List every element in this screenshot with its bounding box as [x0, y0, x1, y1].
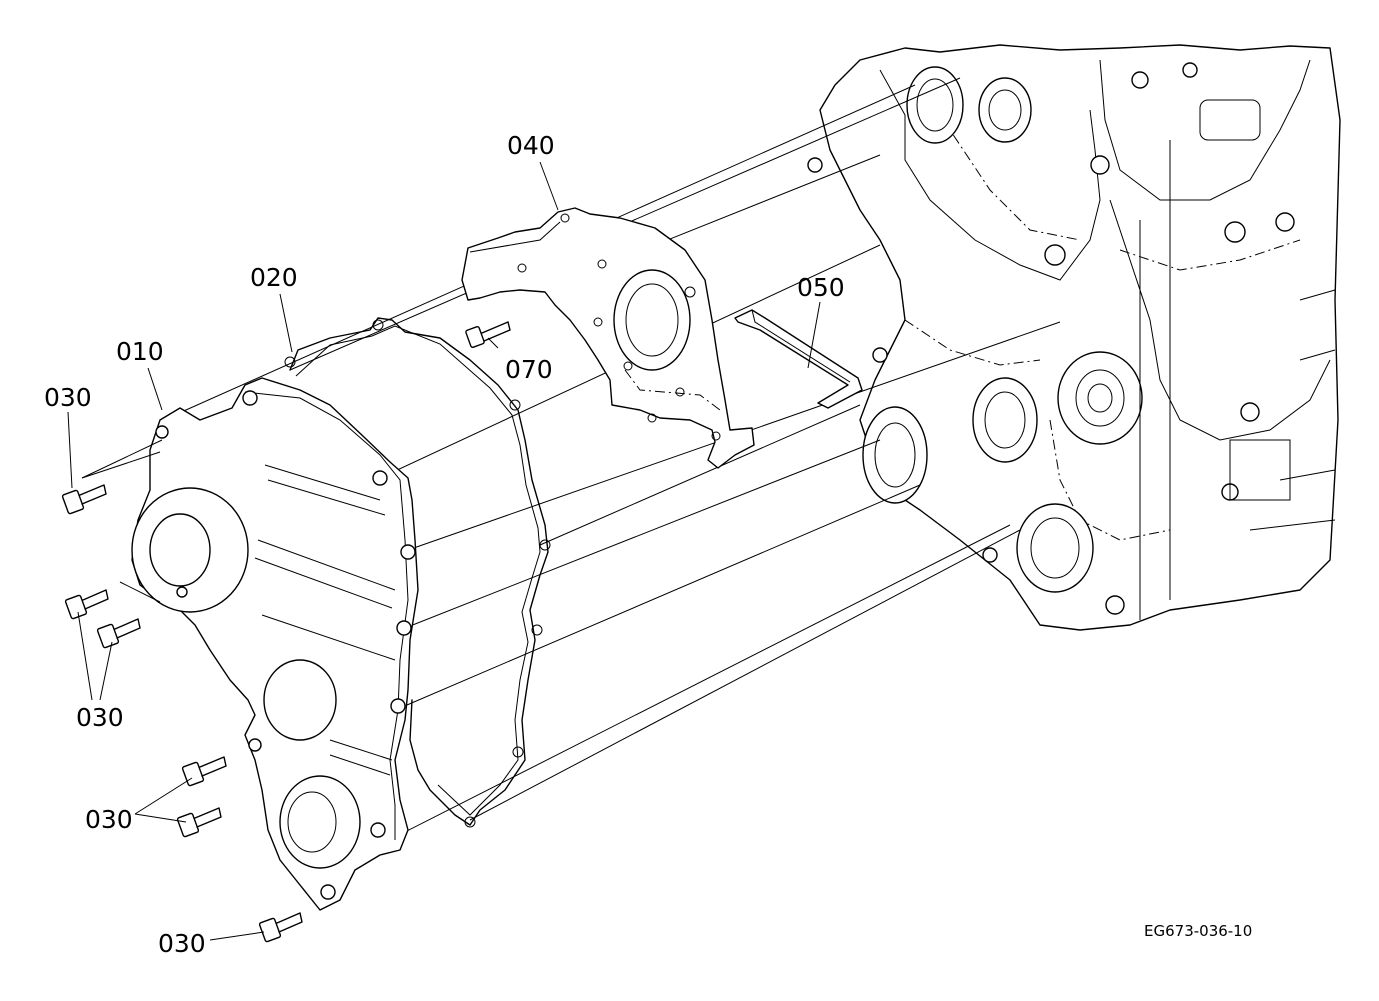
callout-030-mid: 030	[76, 703, 124, 732]
bolt-030-e	[176, 807, 222, 838]
callout-040: 040	[507, 131, 555, 160]
part-020-gasket	[284, 317, 551, 828]
callout-030-lower: 030	[85, 805, 133, 834]
callout-070: 070	[505, 355, 553, 384]
bolt-030-d	[181, 756, 227, 787]
bolt-030-a	[61, 484, 107, 515]
bolt-070	[465, 321, 511, 348]
bolt-030-c	[96, 618, 141, 649]
leader-lines	[67, 161, 821, 941]
engine-block	[807, 44, 1341, 631]
callout-010: 010	[116, 337, 164, 366]
callout-030-top: 030	[44, 383, 92, 412]
part-010-gear-case-cover	[131, 377, 419, 911]
bolt-030-b	[64, 589, 109, 620]
part-040-gear-case-plate	[461, 207, 755, 469]
figure-reference: EG673-036-10	[1144, 922, 1252, 940]
callout-030-bottom: 030	[158, 929, 206, 958]
part-050-bracket	[734, 309, 863, 409]
bolt-030-f	[258, 912, 303, 943]
callout-050: 050	[797, 273, 845, 302]
callout-020: 020	[250, 263, 298, 292]
callout-labels: 010 020 030 030 030 030 040 050 070 EG67…	[44, 131, 1252, 958]
